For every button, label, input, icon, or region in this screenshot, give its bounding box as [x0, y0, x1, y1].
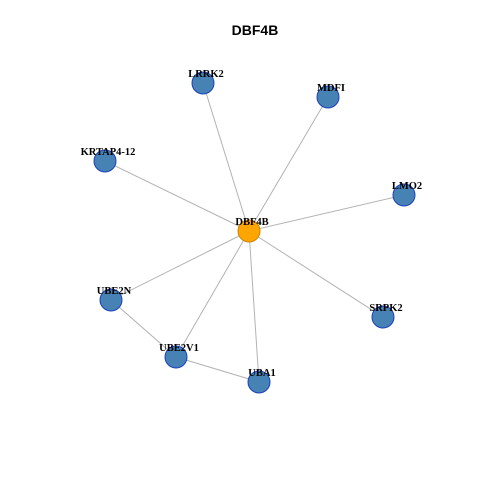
node-label-lrrk2: LRRK2	[188, 69, 224, 80]
edge-dbf4b-lmo2	[248, 194, 405, 232]
node-srpk2	[371, 305, 395, 329]
node-label-ube2n: UBE2N	[97, 286, 132, 297]
diagram-title: DBF4B	[232, 22, 279, 38]
node-ube2n	[99, 288, 123, 312]
edge-dbf4b-ube2v1	[175, 230, 250, 358]
node-label-uba1: UBA1	[248, 368, 275, 379]
node-label-krtap4-12: KRTAP4-12	[81, 147, 136, 158]
node-label-srpk2: SRPK2	[369, 303, 402, 314]
node-krtap4-12	[93, 149, 117, 173]
node-uba1	[247, 370, 271, 394]
node-label-ube2v1: UBE2V1	[159, 343, 199, 354]
node-ube2v1	[164, 345, 188, 369]
edge-dbf4b-ube2n	[110, 230, 250, 301]
edge-dbf4b-lrrk2	[202, 82, 250, 232]
node-label-dbf4b: DBF4B	[235, 217, 268, 228]
nodes-layer	[93, 71, 416, 394]
node-label-mdfi: MDFI	[317, 83, 345, 94]
node-lmo2	[392, 183, 416, 207]
edge-dbf4b-uba1	[248, 230, 260, 383]
edge-dbf4b-krtap4-12	[104, 160, 250, 232]
edge-ube2v1-uba1	[175, 356, 260, 383]
edge-ube2n-ube2v1	[110, 299, 177, 358]
node-label-lmo2: LMO2	[392, 181, 422, 192]
edge-dbf4b-mdfi	[248, 96, 329, 232]
node-mdfi	[316, 85, 340, 109]
edges-layer	[104, 82, 405, 383]
edge-dbf4b-srpk2	[248, 230, 384, 318]
node-dbf4b	[237, 219, 261, 243]
node-lrrk2	[191, 71, 215, 95]
